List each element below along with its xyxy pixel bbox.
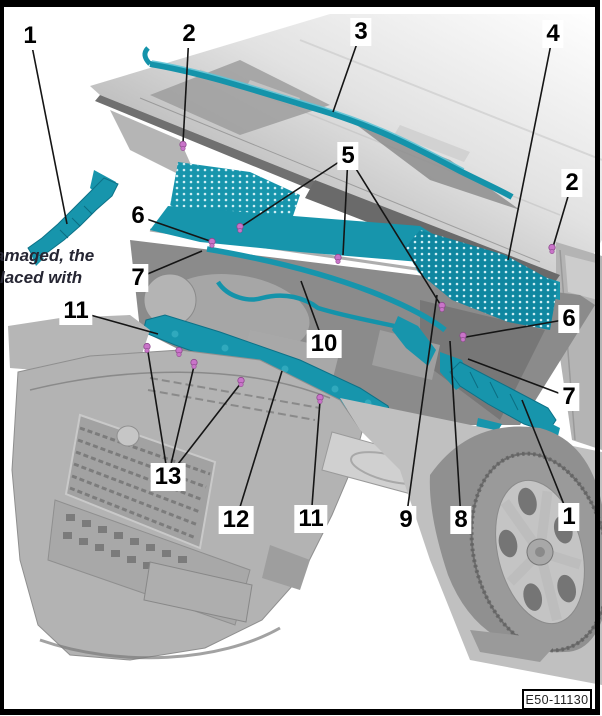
leader-line (347, 155, 441, 305)
fastener-marker (438, 301, 446, 312)
page-text-fragment-1: amaged, the (0, 246, 95, 265)
left-water-deflector (27, 177, 119, 259)
fastener-marker (334, 253, 342, 264)
leader-line (300, 280, 325, 345)
leader-line (29, 35, 68, 225)
fastener-marker (236, 222, 244, 234)
cowl-seal-strip (206, 246, 447, 333)
leader-line (465, 318, 570, 338)
cowl-top-band (150, 206, 560, 300)
leader-line (449, 340, 462, 521)
leader-line (147, 351, 169, 478)
hood-seal-strip (149, 61, 514, 200)
license-plate-area (143, 561, 253, 623)
fastener-marker (459, 331, 467, 342)
leader-line (507, 33, 554, 261)
fastener-marker (175, 346, 183, 357)
leader-line (521, 399, 570, 518)
fastener-marker (190, 358, 198, 369)
leader-line (182, 33, 190, 144)
leader-line (241, 155, 349, 227)
fastener-marker (237, 376, 245, 387)
fastener-marker (208, 237, 216, 249)
leader-line (167, 382, 242, 478)
leader-line (552, 182, 573, 248)
hood-seal-hook (142, 46, 152, 66)
leader-line (167, 365, 195, 478)
leader-line (332, 31, 362, 113)
fastener-marker (548, 243, 556, 255)
leader-line (405, 294, 438, 521)
leader-line (342, 155, 349, 256)
leader-line (310, 400, 321, 520)
leader-line (75, 310, 159, 335)
leader-line (137, 215, 211, 242)
leader-line (137, 250, 203, 279)
brand-badge (116, 425, 140, 447)
fastener-marker (316, 393, 324, 404)
fastener-marker (179, 140, 187, 152)
figure-code-box: E50-11130 (522, 689, 592, 710)
front-right-wheel-area (340, 398, 602, 685)
page-text-fragment-2: laced with (0, 268, 83, 287)
fastener-marker (143, 342, 151, 353)
leader-line (235, 370, 283, 521)
figure-code: E50-11130 (525, 692, 589, 707)
leader-line (467, 358, 570, 398)
